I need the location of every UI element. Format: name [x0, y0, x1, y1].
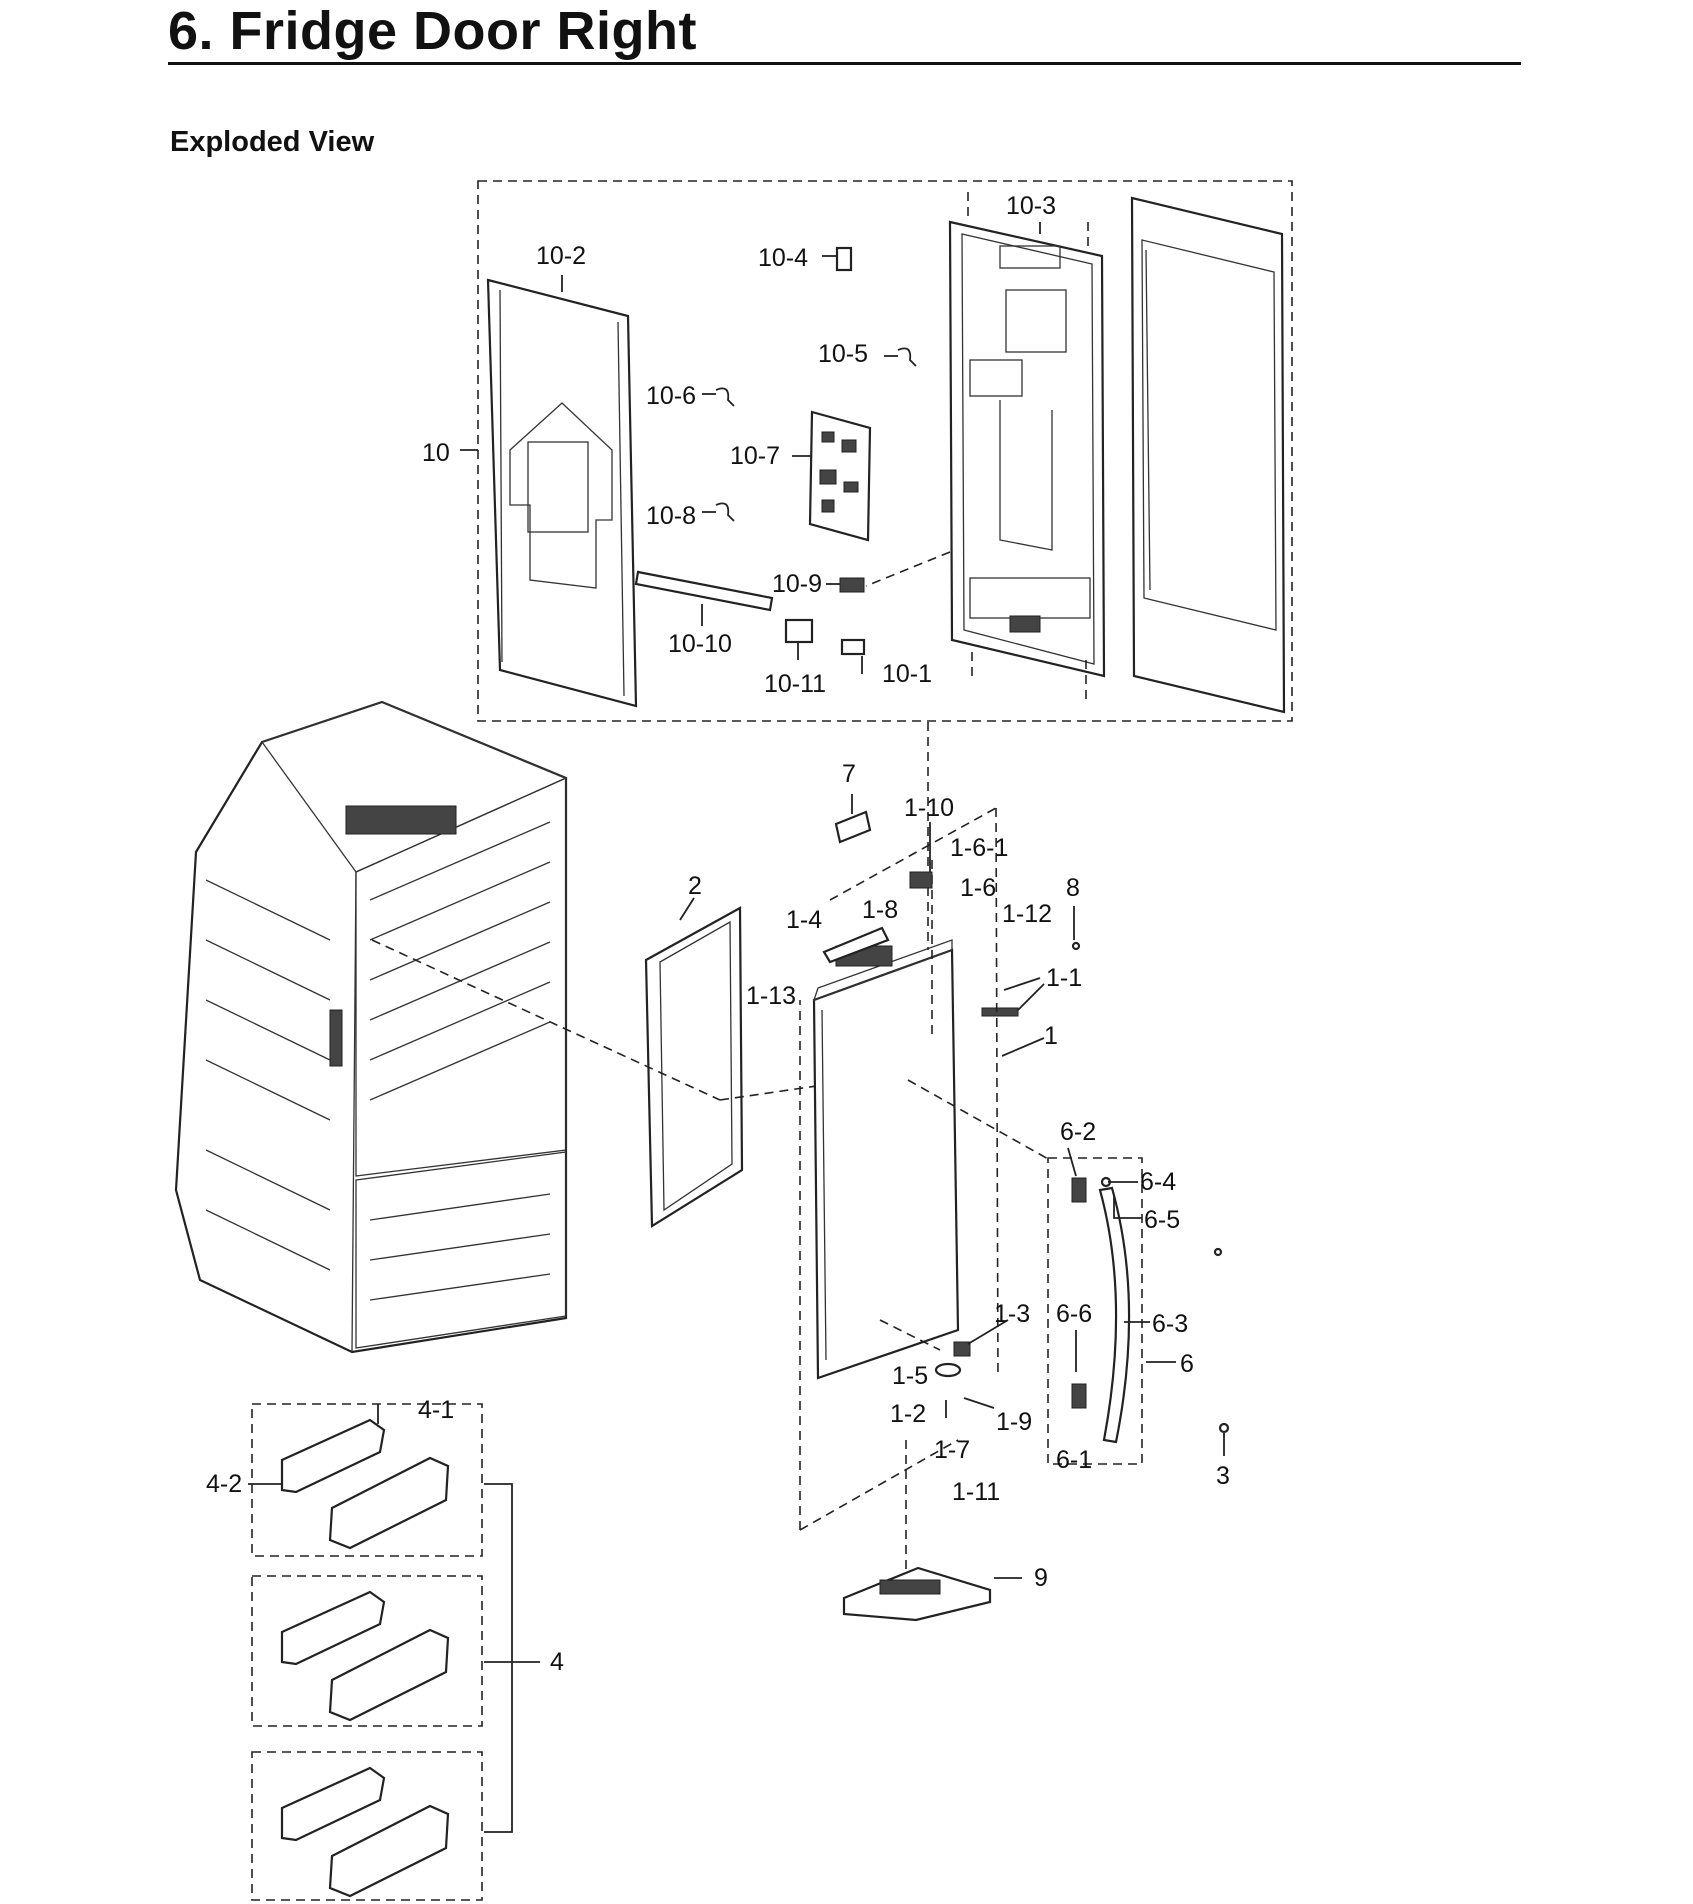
leader-line [1017, 983, 1045, 1011]
leader-line [1067, 1147, 1077, 1177]
callout-10-6: 10-6 [646, 382, 696, 410]
callout-6-5: 6-5 [1144, 1206, 1180, 1234]
guide-line [719, 1079, 859, 1101]
leader-line [679, 897, 695, 921]
callout-4: 4 [550, 1648, 564, 1676]
screw-8 [1071, 941, 1081, 951]
leader-line [1003, 977, 1041, 991]
part-10-4 [835, 246, 853, 272]
hinge-1-4 [822, 926, 890, 964]
screw-3 [1218, 1422, 1230, 1434]
door-bin [280, 1590, 450, 1722]
callout-2: 2 [688, 872, 702, 900]
door-outer-skin [1130, 196, 1286, 714]
strip-10-10 [634, 570, 774, 612]
callout-6-6: 6-6 [1056, 1300, 1092, 1328]
callout-6-3: 6-3 [1152, 1310, 1188, 1338]
callout-10-2: 10-2 [536, 242, 586, 270]
part-1-3 [953, 1341, 971, 1357]
guide-line [829, 807, 997, 901]
pcb-board [808, 410, 872, 542]
callout-1-4: 1-4 [786, 906, 822, 934]
part-7 [834, 810, 872, 844]
callout-3: 3 [1216, 1462, 1230, 1490]
door-panel-assembly-group [477, 180, 1293, 722]
leader-line [1001, 1037, 1045, 1057]
door-inner-frame [948, 220, 1106, 678]
clip-10-5 [897, 347, 917, 367]
hinge-1-6 [909, 871, 933, 889]
callout-1-1: 1-1 [1046, 964, 1082, 992]
clip-10-6 [715, 387, 735, 407]
guide-line [907, 1079, 1051, 1161]
callout-1: 1 [1044, 1022, 1058, 1050]
door-liner-panel [486, 278, 638, 708]
callout-1-6: 1-6 [960, 874, 996, 902]
leader-line [963, 1397, 995, 1409]
handle-bracket-6-1 [1071, 1383, 1087, 1409]
callout-6: 6 [1180, 1350, 1194, 1378]
part-10-11 [784, 618, 814, 644]
callout-1-11: 1-11 [952, 1478, 1000, 1506]
callout-1-6-1: 1-6-1 [950, 834, 1008, 862]
callout-9: 9 [1034, 1564, 1048, 1592]
callout-1-3: 1-3 [994, 1300, 1030, 1328]
screw [1213, 1247, 1223, 1257]
callout-10-9: 10-9 [772, 570, 822, 598]
callout-1-7: 1-7 [934, 1436, 970, 1464]
callout-10-10: 10-10 [668, 630, 732, 658]
callout-6-1: 6-1 [1056, 1446, 1092, 1474]
callout-10-3: 10-3 [1006, 192, 1056, 220]
door-bin-group [251, 1403, 483, 1557]
connector-10-9 [839, 577, 865, 593]
guide-line [879, 1319, 941, 1351]
section-subtitle: Exploded View [170, 126, 375, 158]
callout-10-1: 10-1 [882, 660, 932, 688]
callout-1-9: 1-9 [996, 1408, 1032, 1436]
part-1-5 [934, 1362, 962, 1378]
callout-1-13: 1-13 [746, 982, 796, 1010]
callout-10-11: 10-11 [764, 670, 826, 698]
leader-line [1113, 1196, 1142, 1219]
callout-1-10: 1-10 [904, 794, 954, 822]
leader-line [967, 1319, 1009, 1345]
callout-1-5: 1-5 [892, 1362, 928, 1390]
callout-10-8: 10-8 [646, 502, 696, 530]
callout-10-5: 10-5 [818, 340, 868, 368]
sensor-10-1 [840, 638, 866, 656]
callout-10: 10 [422, 439, 450, 467]
door-bin-group [251, 1575, 483, 1727]
guide-line [799, 1439, 959, 1531]
callout-10-7: 10-7 [730, 442, 780, 470]
title-rule [168, 62, 1521, 65]
callout-6-2: 6-2 [1060, 1118, 1096, 1146]
bottom-hinge-9 [842, 1566, 992, 1622]
handle-group [1047, 1157, 1143, 1465]
page-title: 6. Fridge Door Right [168, 1, 697, 61]
handle-6-3 [1098, 1186, 1131, 1444]
refrigerator-cabinet [174, 700, 568, 1354]
door-gasket [644, 906, 744, 1228]
door-bin [280, 1418, 450, 1550]
guide-line [371, 939, 721, 1101]
callout-6-4: 6-4 [1140, 1168, 1176, 1196]
clip-10-8 [715, 502, 735, 522]
door-bin [280, 1766, 450, 1898]
guide-line [995, 807, 999, 1379]
callout-1-12: 1-12 [1002, 900, 1052, 928]
callout-4-2: 4-2 [206, 1470, 242, 1498]
callout-10-4: 10-4 [758, 244, 808, 272]
callout-7: 7 [842, 760, 856, 788]
callout-1-8: 1-8 [862, 896, 898, 924]
handle-bracket-6-2 [1071, 1177, 1087, 1203]
fridge-door-right [812, 939, 1019, 1380]
callout-1-2: 1-2 [890, 1400, 926, 1428]
guide-line [865, 551, 951, 587]
bin-bracket [484, 1483, 513, 1833]
callout-8: 8 [1066, 874, 1080, 902]
callout-4-1: 4-1 [418, 1396, 454, 1424]
door-bin-group [251, 1751, 483, 1901]
